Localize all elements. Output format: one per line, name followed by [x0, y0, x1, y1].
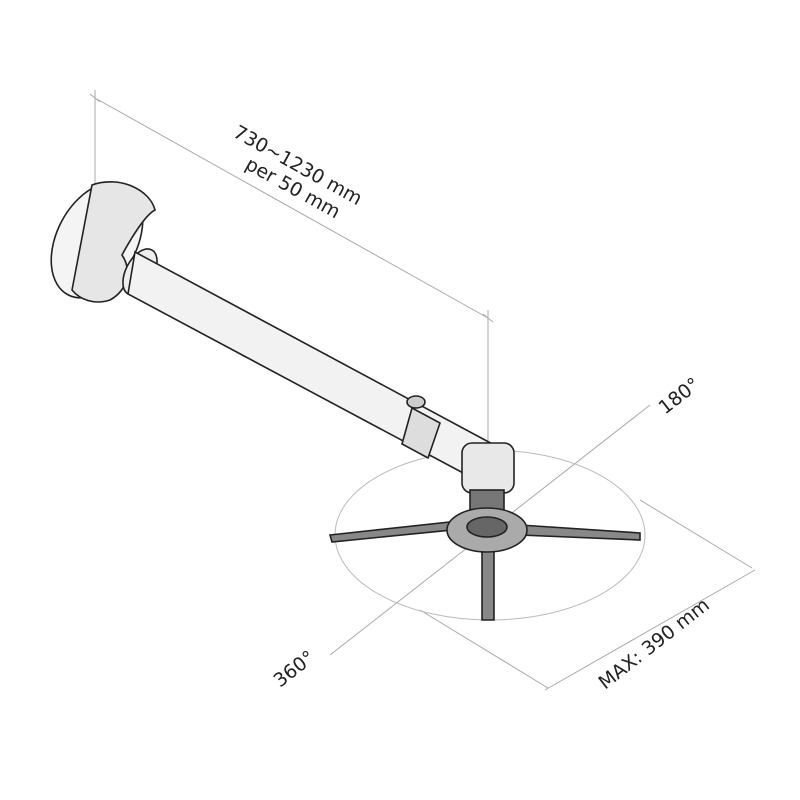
rotation-180-label: 180° [655, 373, 705, 419]
projector-spider [328, 507, 641, 621]
max-drop-label: MAX: 390 mm [595, 594, 714, 694]
extension-tube [127, 250, 515, 526]
labels: 730~1230 mm per 50 mm 180° 360° MAX: 390… [230, 121, 714, 694]
dimension-lines [89, 90, 756, 691]
rotation-360-label: 360° [270, 646, 320, 692]
